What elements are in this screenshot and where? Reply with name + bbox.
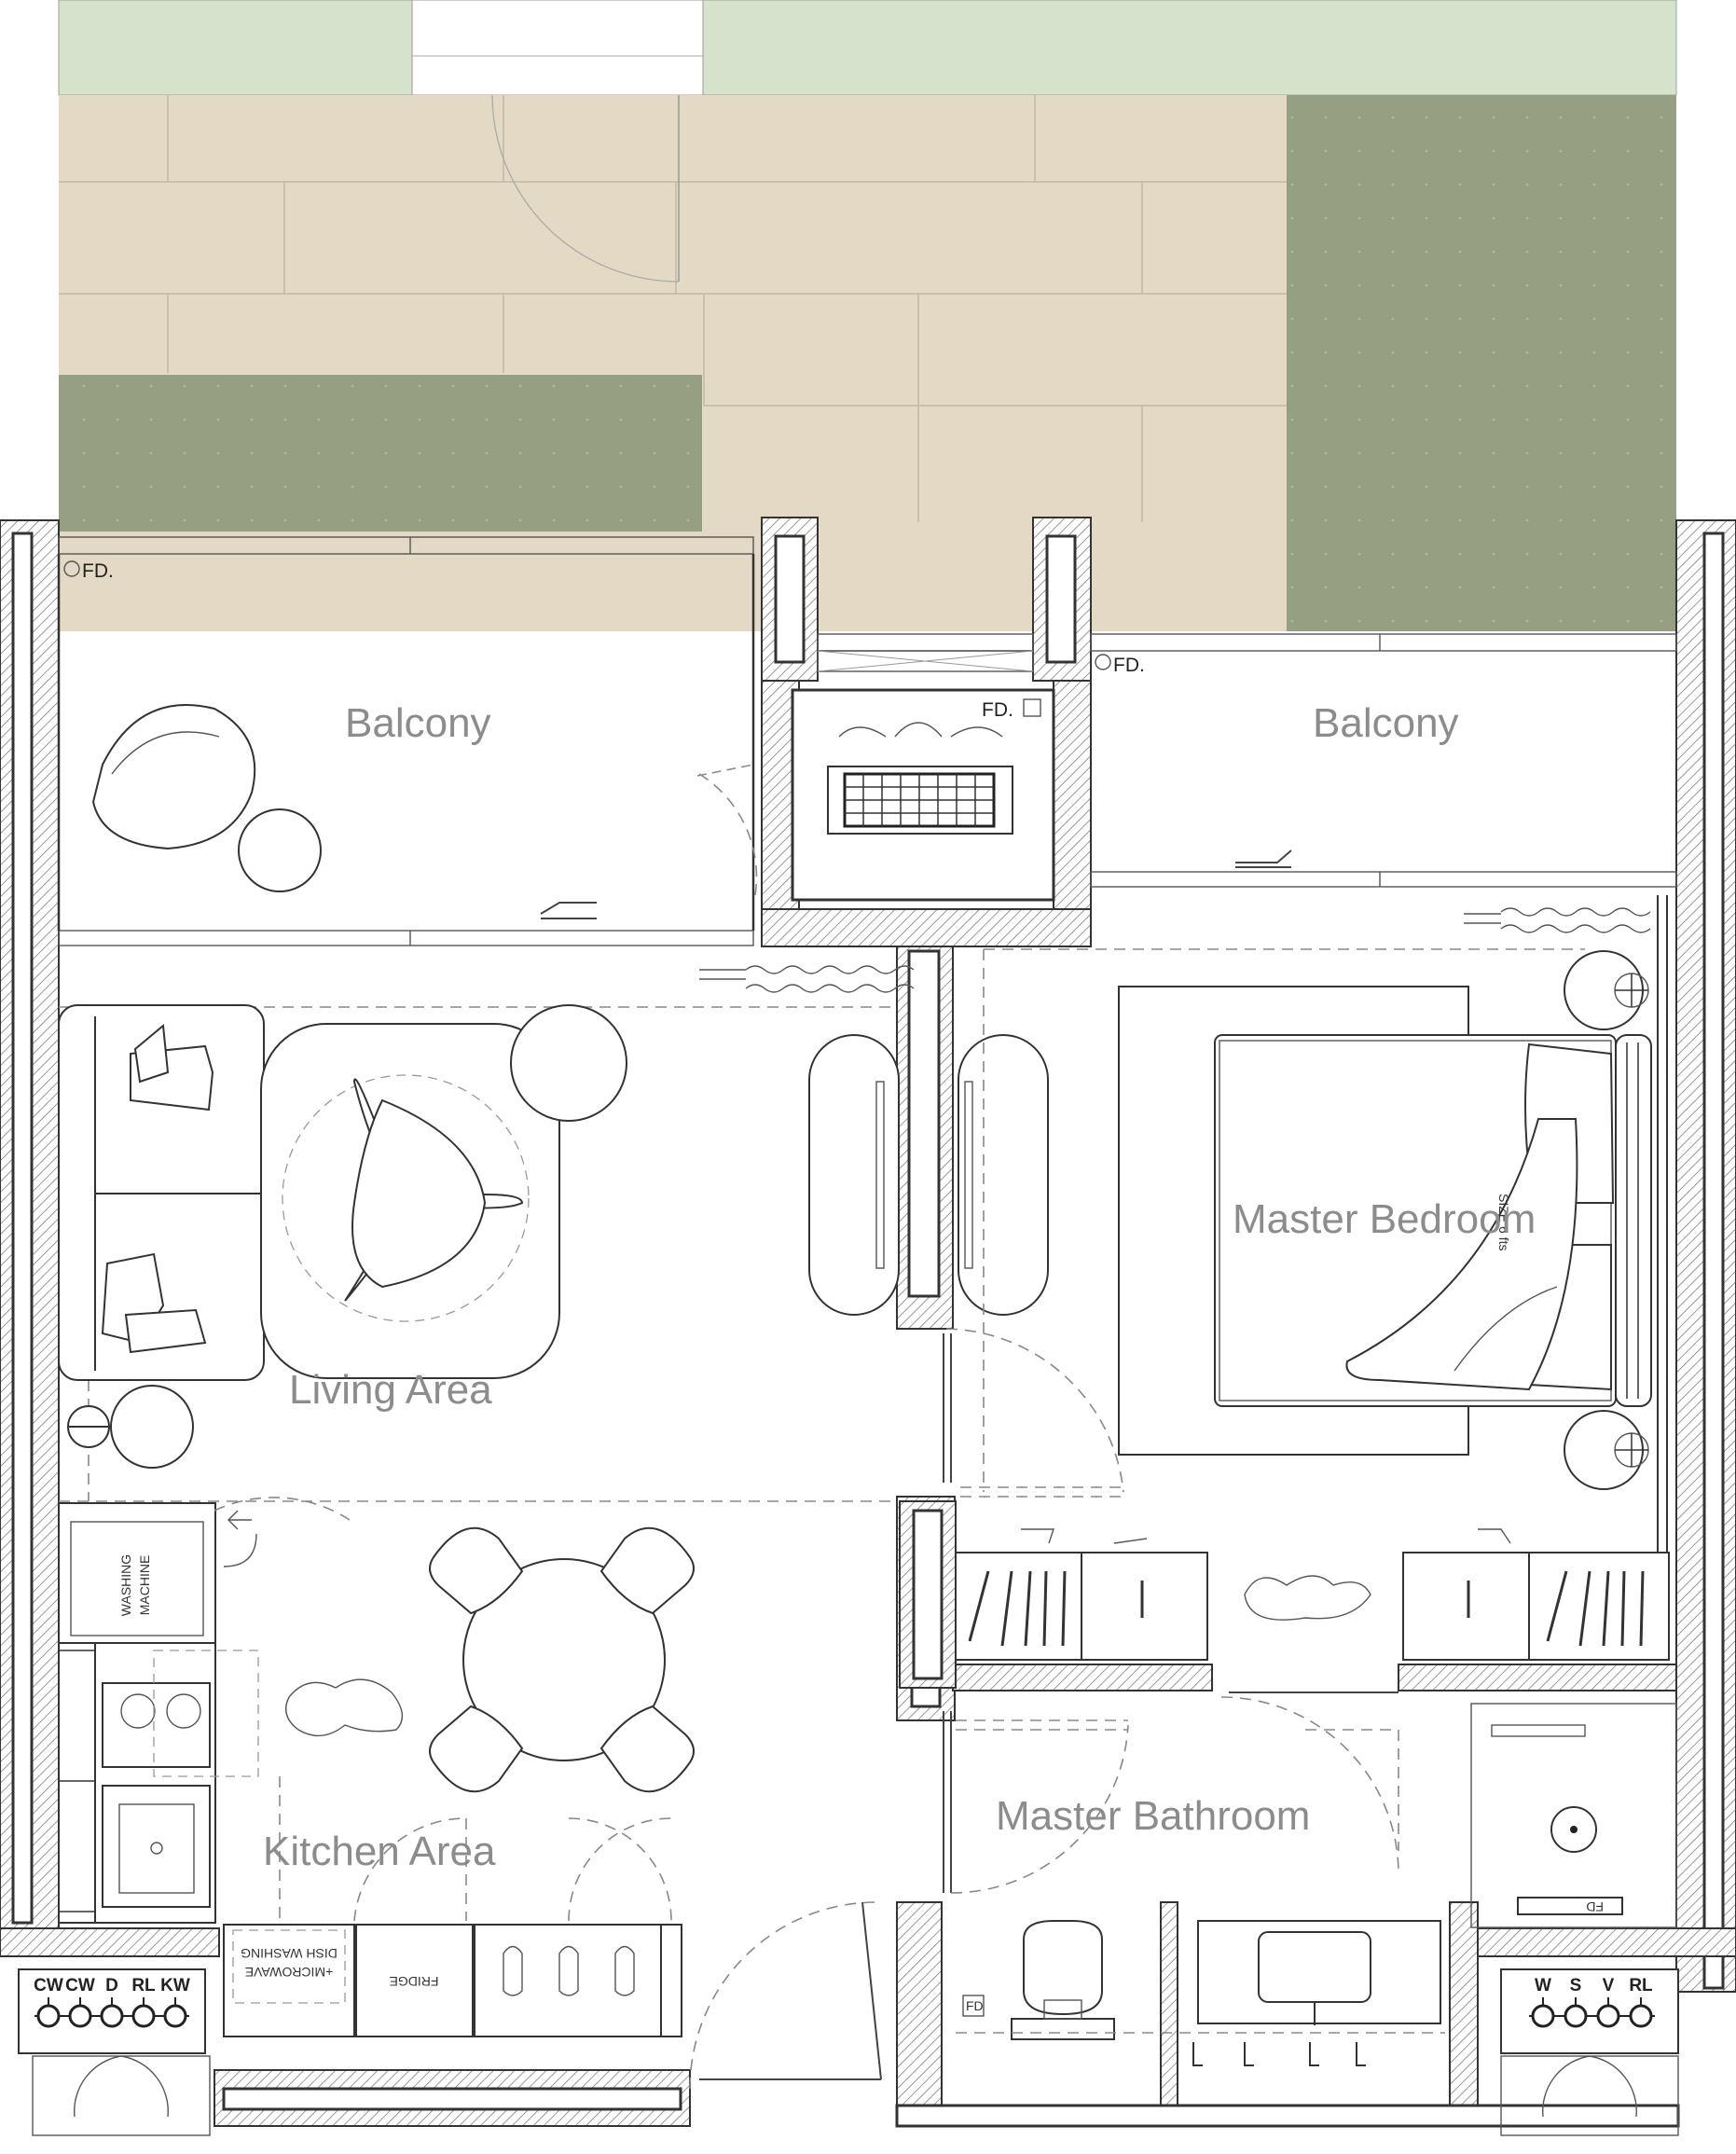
nightstand-lamp bbox=[1564, 950, 1649, 1030]
meter-label: CW bbox=[65, 1976, 95, 1995]
paving-joints bbox=[59, 95, 1287, 522]
valve-icon bbox=[36, 2004, 61, 2028]
floor-drain-label: FD. bbox=[82, 560, 114, 582]
ottoman bbox=[808, 1034, 900, 1316]
garden-strip-top bbox=[58, 0, 1677, 96]
path-opening bbox=[411, 0, 704, 96]
floor-drain-label: FD. bbox=[982, 699, 1013, 721]
meter-label: RL bbox=[1629, 1976, 1653, 1995]
floor-drain-label: FD bbox=[966, 1998, 984, 2013]
meter-label: W bbox=[1535, 1976, 1551, 1995]
lounge-chair bbox=[91, 704, 256, 850]
sofa bbox=[58, 1004, 265, 1381]
balcony-railings bbox=[57, 536, 1677, 946]
stool bbox=[110, 1385, 194, 1469]
room-label-living: Living Area bbox=[289, 1367, 492, 1413]
room-label-master-bathroom: Master Bathroom bbox=[996, 1793, 1310, 1839]
side-table bbox=[238, 808, 322, 892]
valve-icon bbox=[1629, 2004, 1653, 2028]
washing-machine-label-2: MACHINE bbox=[137, 1555, 152, 1616]
dining-set bbox=[429, 1526, 695, 1793]
floor-drain-label: FD bbox=[1586, 1899, 1604, 1914]
meter-label: KW bbox=[160, 1976, 190, 1995]
fan-blades bbox=[344, 1078, 524, 1302]
ottoman bbox=[958, 1034, 1049, 1316]
walls bbox=[0, 517, 1736, 2128]
room-label-kitchen: Kitchen Area bbox=[263, 1829, 496, 1874]
valve-icon bbox=[1531, 2004, 1555, 2028]
bed: SIZE 6 fts bbox=[1214, 1034, 1652, 1407]
valve-icon bbox=[163, 2004, 187, 2028]
side-table-round bbox=[510, 1004, 627, 1122]
vanity bbox=[1197, 1920, 1441, 2025]
ac-ledge: FD. bbox=[817, 650, 1041, 835]
bed-size-note: SIZE 6 fts bbox=[1496, 1194, 1511, 1250]
dishwasher-label-1: DISH WASHING bbox=[241, 1946, 338, 1961]
master-bathroom: Master Bathroom FD FD bbox=[943, 1691, 1677, 2066]
balcony-left: FD. Balcony bbox=[63, 560, 758, 919]
base-cabinets: DISH WASHING +MICROWAVE FRIDGE bbox=[223, 1924, 682, 2037]
meter-label: S bbox=[1570, 1976, 1582, 1995]
toilet bbox=[1011, 1920, 1115, 2040]
floor-drain-icon bbox=[962, 1995, 985, 2017]
valve-icon bbox=[100, 2004, 124, 2028]
dishwasher-label-2: +MICROWAVE bbox=[245, 1965, 334, 1980]
exterior bbox=[58, 0, 1677, 631]
valve-icon bbox=[1596, 2004, 1620, 2028]
wardrobe bbox=[899, 1500, 1670, 1689]
meter-label: CW bbox=[34, 1976, 63, 1995]
floor-drain-label: FD. bbox=[1113, 655, 1145, 676]
meter-label: D bbox=[105, 1976, 118, 1995]
living-area: Living Area bbox=[58, 965, 1049, 1502]
valve-icon bbox=[131, 2004, 156, 2028]
washing-machine-label-1: WASHING bbox=[118, 1554, 133, 1616]
master-bedroom: SIZE 6 fts Master Bedroom bbox=[899, 895, 1670, 1689]
floor-drain-icon bbox=[1095, 654, 1111, 670]
floor-drain-icon bbox=[1023, 698, 1041, 717]
floor-drain-icon bbox=[63, 560, 80, 577]
room-label-balcony-right: Balcony bbox=[1313, 700, 1459, 746]
kitchen-area: WASHING MACHINE Kitchen bbox=[58, 1497, 882, 2090]
balcony-right: FD. Balcony bbox=[1095, 654, 1459, 868]
curtain-track-icon bbox=[699, 965, 915, 993]
valve-icon bbox=[1564, 2004, 1588, 2028]
kitchen-counter bbox=[58, 1642, 259, 1924]
room-label-balcony-left: Balcony bbox=[345, 700, 491, 746]
washing-machine: WASHING MACHINE bbox=[58, 1502, 257, 1644]
fridge-label: FRIDGE bbox=[390, 1974, 439, 1989]
meter-label: RL bbox=[131, 1976, 156, 1995]
room-label-master-bedroom: Master Bedroom bbox=[1233, 1196, 1536, 1242]
meter-label: V bbox=[1603, 1976, 1615, 1995]
nightstand-lamp bbox=[1564, 1410, 1649, 1490]
ceiling-fan-icon bbox=[282, 1074, 530, 1322]
curtain-track-icon bbox=[1464, 907, 1651, 933]
valve-icon bbox=[68, 2004, 92, 2028]
